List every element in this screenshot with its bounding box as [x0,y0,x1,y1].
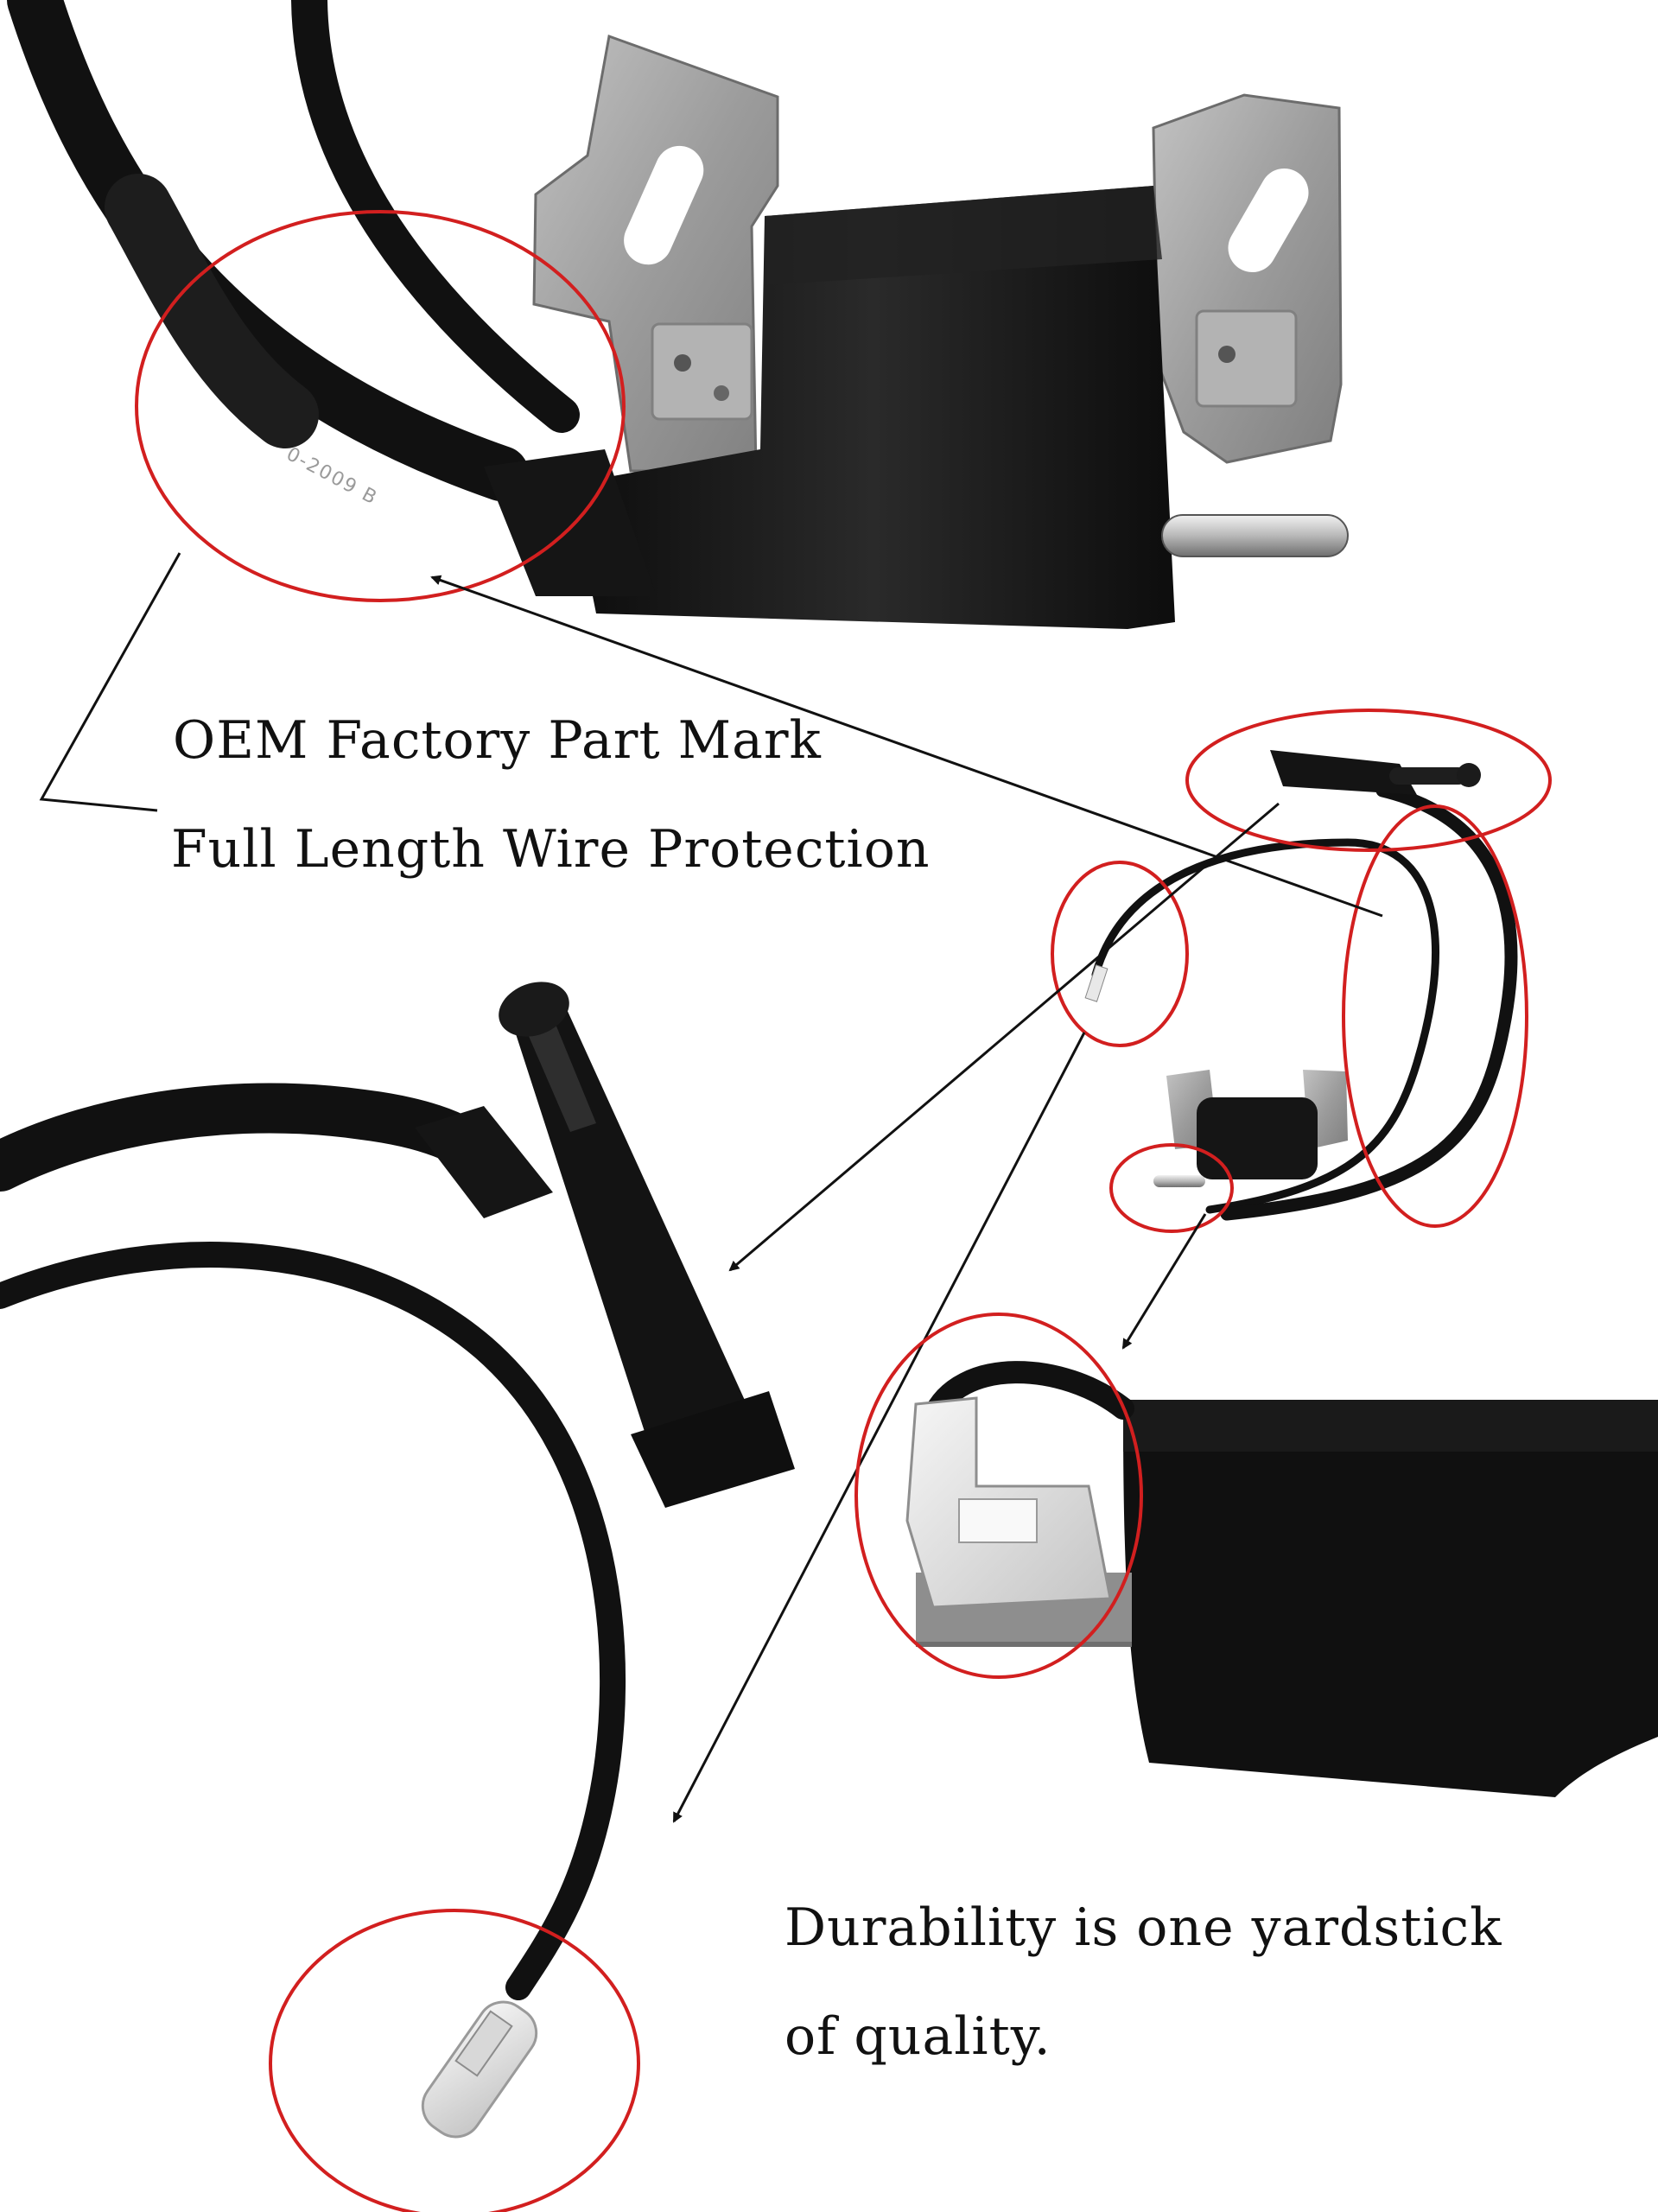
highlight-circle-wire-loop [1342,804,1528,1228]
clip-coil-body [1123,1417,1658,1797]
overview-terminal-end [1084,964,1109,1002]
overview-coil-body [1197,1097,1318,1179]
callout-leader-line [39,552,181,812]
closeup-boot-cap [499,982,569,1037]
caption-durability-line1: Durability is one yardstick [785,1897,1502,1958]
top-coil-closeup: 0-2009 B [7,0,1349,629]
arrow-to-terminal [1121,1213,1207,1350]
right-plate-slot [1228,168,1309,273]
arrow-to-plug-boot [728,802,1280,1272]
overview-plug-boot [1270,750,1417,795]
highlight-circle-clip [854,1313,1143,1679]
overview-wire-thin [1091,838,1439,1214]
closeup-thin-wire [0,1242,626,2000]
arrow-to-wire-end [672,1032,1086,1823]
part-marking-text: 0-2009 B [283,443,381,510]
highlight-circle-sleeve [135,210,626,602]
caption-durability-line2: of quality. [785,2006,1051,2067]
top-terminal-pin [1161,514,1349,557]
highlight-circle-wire-end [1051,861,1189,1047]
highlight-circle-terminal [1109,1143,1234,1233]
highlight-circle-terminal-closeup [269,1909,640,2212]
terminal-clip-closeup [905,1361,1658,1797]
wire-sleeve [105,174,319,448]
top-coil-body [570,186,1175,629]
overview-coil [1084,750,1518,1221]
left-plate-slot [624,145,704,265]
wire-terminal-closeup [421,2000,538,2139]
caption-factory-mark: OEM Factory Part Mark [173,710,822,771]
closeup-thick-wire [0,1083,509,1192]
top-thin-wire [291,0,580,433]
highlight-circle-plug-boot [1185,709,1552,852]
overview-wire-thick [1220,784,1518,1221]
caption-wire-protection: Full Length Wire Protection [171,819,931,880]
plug-boot-closeup [0,982,795,2000]
arrow-to-sleeve [430,575,1383,918]
